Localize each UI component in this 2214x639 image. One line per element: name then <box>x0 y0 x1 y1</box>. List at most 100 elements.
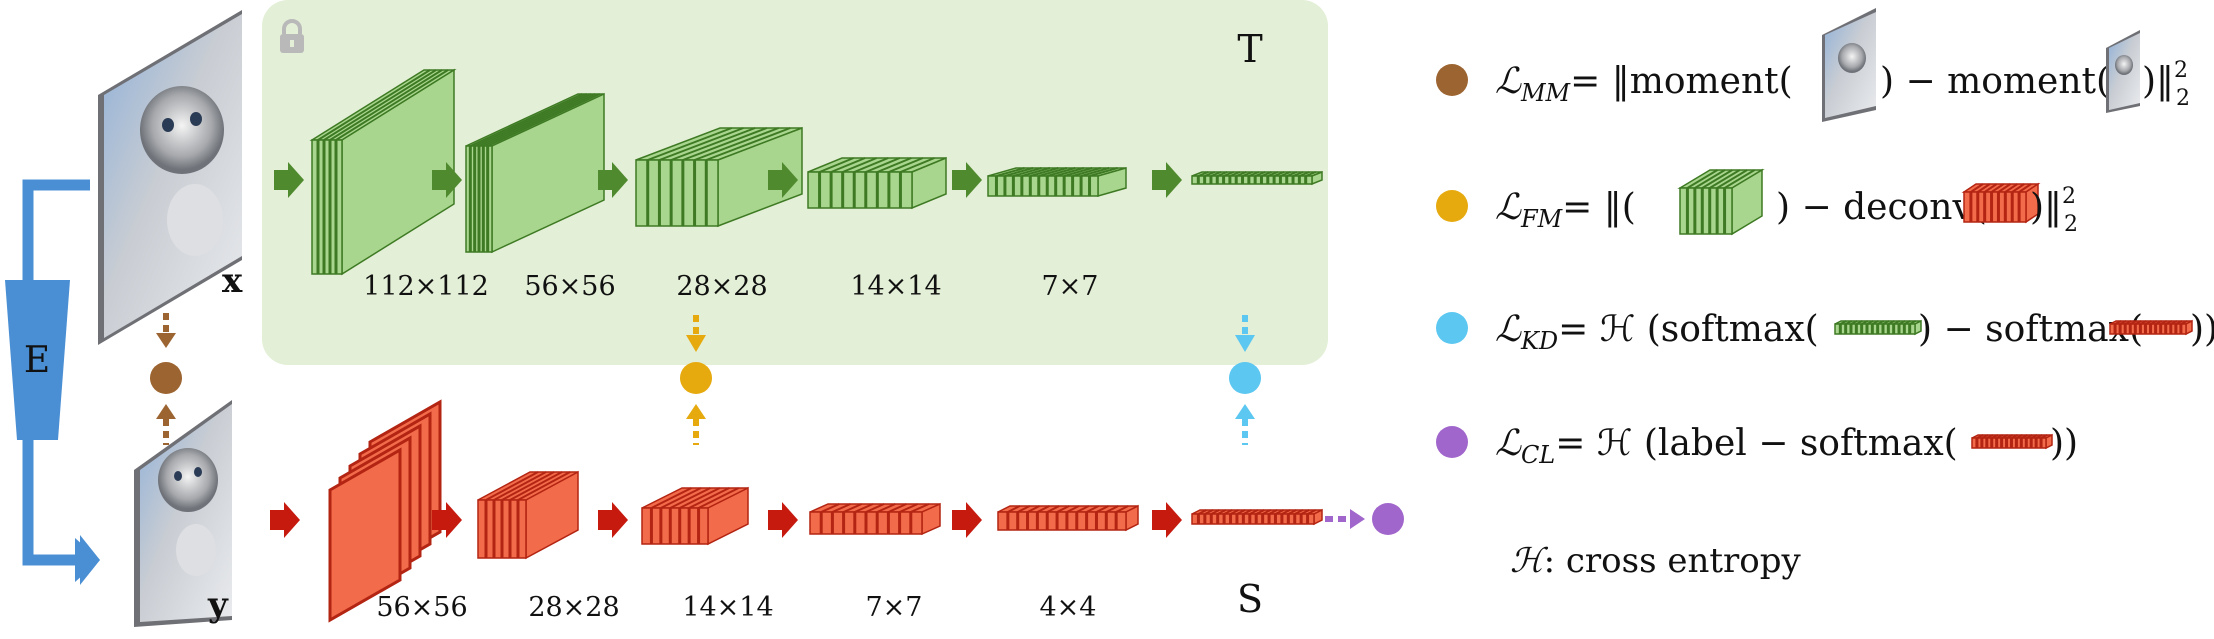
student-arrow-2 <box>432 502 462 538</box>
student-block-1 <box>328 399 442 623</box>
student-size-3: 14×14 <box>682 592 773 623</box>
teacher-size-labels: 112×112 56×56 28×28 14×14 7×7 <box>363 271 1098 302</box>
legend-mm-rhs1: = ‖moment( <box>1570 61 1793 102</box>
legend-fm-student-cube <box>1961 182 2041 224</box>
legend-note-text: : cross entropy <box>1544 541 1802 581</box>
encoder-block: E <box>5 179 100 585</box>
teacher-size-3: 28×28 <box>676 271 767 302</box>
legend-kd-rhs1: = ℋ (softmax( <box>1558 309 1819 350</box>
svg-text:ℒMM= ‖moment(: ℒMM= ‖moment( <box>1495 61 1793 107</box>
svg-text:ℒCL= ℋ (label − softmax(: ℒCL= ℋ (label − softmax( <box>1495 423 1958 469</box>
legend-kd-rhs2: ) − softmax( <box>1918 309 2143 350</box>
legend-kd-sub: KD <box>1520 327 1558 355</box>
legend-mm-dot <box>1436 64 1468 96</box>
legend-mm-rhs2: ) − moment( <box>1880 61 2110 102</box>
student-arrow-1 <box>270 502 300 538</box>
legend-fm-student-block <box>1961 182 2041 224</box>
legend-cl-sub: CL <box>1521 441 1555 469</box>
student-block-2 <box>477 470 579 560</box>
legend-cl-L: ℒ <box>1495 423 1522 464</box>
legend-cl-student-bar <box>1971 433 2053 450</box>
legend-mm-img2 <box>2106 30 2140 113</box>
svg-text:)‖22: )‖2 2 <box>2142 58 2190 111</box>
lock-icon <box>280 19 304 53</box>
student-block-4 <box>809 502 941 536</box>
student-block-6 <box>1191 508 1323 526</box>
legend-mm-rhs3: )‖ <box>2142 61 2174 102</box>
legend-fm-rhs1: = ‖( <box>1562 187 1636 228</box>
legend-fm-sub2: 2 <box>2064 212 2078 237</box>
legend-cl-rhs1: = ℋ (label − softmax( <box>1555 423 1957 464</box>
image-y <box>134 400 232 627</box>
teacher-size-1: 112×112 <box>363 271 489 302</box>
legend-kd-L: ℒ <box>1495 309 1522 350</box>
student-block-5 <box>997 504 1139 532</box>
teacher-arrow-4 <box>768 162 798 198</box>
student-size-2: 28×28 <box>528 592 619 623</box>
encoder-label: E <box>24 340 50 381</box>
teacher-block-6 <box>1191 170 1323 186</box>
teacher-arrow-6 <box>1152 162 1182 198</box>
kd-connector <box>1229 315 1261 445</box>
image-x-label: x <box>222 261 243 301</box>
legend-cl-rhs3: )) <box>2050 423 2078 464</box>
teacher-block-1 <box>309 68 457 276</box>
legend-kd-teacher-bar <box>1834 319 1922 336</box>
legend-mm-sub: MM <box>1520 79 1572 107</box>
legend-fm-L: ℒ <box>1495 187 1522 228</box>
teacher-label: T <box>1237 27 1262 71</box>
teacher-arrow-5 <box>952 162 982 198</box>
teacher-block-3 <box>635 126 803 228</box>
student-arrow-6 <box>1152 502 1182 538</box>
svg-text:ℒKD= ℋ (softmax(: ℒKD= ℋ (softmax( <box>1495 309 1819 355</box>
teacher-arrow-2 <box>432 162 462 198</box>
legend-kd-rhs3: )) <box>2190 309 2214 350</box>
teacher-size-4: 14×14 <box>850 271 941 302</box>
legend-cl-student-logits <box>1971 433 2053 450</box>
legend-fm-dot <box>1436 190 1468 222</box>
cl-connector <box>1325 503 1404 535</box>
teacher-block-4 <box>807 156 947 210</box>
legend-mm-sub2: 2 <box>2176 86 2190 111</box>
svg-text:ℒFM= ‖(: ℒFM= ‖( <box>1495 187 1636 233</box>
student-size-5: 4×4 <box>1040 592 1097 623</box>
legend-cl-dot <box>1436 426 1468 458</box>
student-block-3 <box>641 486 749 546</box>
legend-mm-sup: 2 <box>2174 58 2188 83</box>
legend-note-H: ℋ <box>1510 541 1549 581</box>
svg-text:)‖22: )‖2 2 <box>2030 184 2078 237</box>
teacher-block-2 <box>465 92 605 254</box>
student-arrow-5 <box>952 502 982 538</box>
student-arrow-3 <box>598 502 628 538</box>
legend-kd-teacher-logits <box>1834 319 1922 336</box>
teacher-arrow-3 <box>598 162 628 198</box>
legend-kd-student-bar <box>2109 319 2193 336</box>
image-x <box>98 10 242 345</box>
legend-fm-sub: FM <box>1520 205 1564 233</box>
legend-mm-L: ℒ <box>1495 61 1522 102</box>
legend-fm-rhs3: )‖ <box>2030 187 2062 228</box>
image-y-label: y <box>207 585 229 625</box>
fm-connector <box>680 315 712 445</box>
mm-connector <box>150 313 182 445</box>
student-network <box>270 399 1323 623</box>
teacher-arrow-1 <box>274 162 304 198</box>
teacher-block-5 <box>987 167 1127 197</box>
legend-mm-img1 <box>1822 8 1876 122</box>
student-label: S <box>1237 577 1263 621</box>
student-size-labels: 56×56 28×28 14×14 7×7 4×4 <box>376 592 1096 623</box>
legend-fm-sup: 2 <box>2062 184 2076 209</box>
legend-fm-teacher-block <box>1677 168 1765 236</box>
legend-fm-rhs2: ) − deconv( <box>1776 187 1987 228</box>
teacher-size-5: 7×7 <box>1042 271 1099 302</box>
student-arrow-4 <box>768 502 798 538</box>
legend-kd-student-logits <box>2109 319 2193 336</box>
student-size-1: 56×56 <box>376 592 467 623</box>
legend-kd-dot <box>1436 312 1468 344</box>
svg-text:ℋ: cross entropy: ℋ: cross entropy <box>1510 541 1802 581</box>
student-size-4: 7×7 <box>866 592 923 623</box>
teacher-size-2: 56×56 <box>524 271 615 302</box>
teacher-network <box>274 68 1323 276</box>
legend-fm-teacher-cube <box>1677 168 1765 236</box>
